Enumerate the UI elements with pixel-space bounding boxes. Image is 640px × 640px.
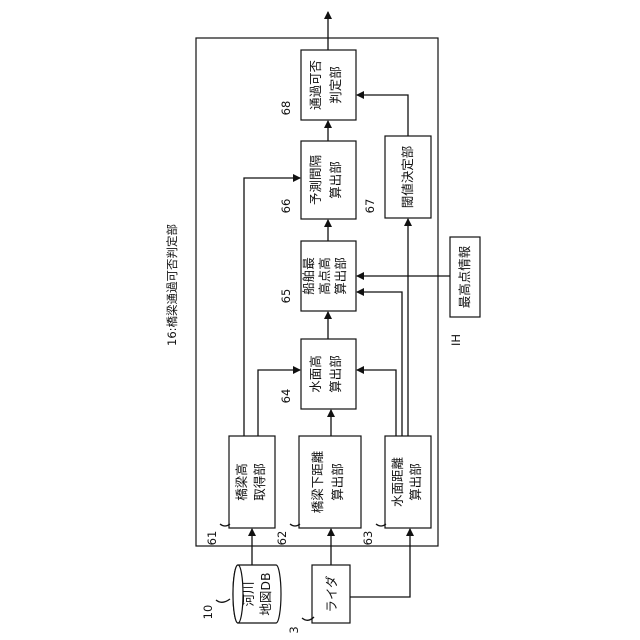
block-64: 水面高 算出部 — [301, 339, 356, 409]
block-67: 閾値決定部 — [385, 136, 431, 218]
river-map-db: 河川 地図DB — [233, 565, 281, 623]
river-db-line1: 河川 — [241, 581, 256, 606]
ref-65: 65 — [279, 289, 293, 304]
block-66-line1: 予測間隔 — [308, 155, 323, 205]
block-62-line2: 算出部 — [330, 463, 345, 501]
ref-64: 64 — [279, 389, 293, 404]
block-66-line2: 算出部 — [328, 161, 343, 199]
block-64-line1: 水面高 — [308, 355, 323, 393]
river-db-line2: 地図DB — [258, 572, 273, 615]
ref-10: 10 — [201, 605, 215, 620]
block-65-line3: 算出部 — [333, 257, 348, 295]
block-65: 船舶最 高点高 算出部 — [301, 241, 356, 311]
ref-10-tick — [216, 599, 230, 602]
ref-62: 62 — [275, 531, 289, 546]
lidar-box: ライダ — [312, 565, 350, 623]
block-61: 橋梁高 取得部 — [229, 436, 275, 528]
ref-63: 63 — [361, 531, 375, 546]
block-65-line2: 高点高 — [317, 257, 332, 295]
block-63: 水面距離 算出部 — [385, 436, 431, 528]
outer-frame-title: 16:橋梁通過可否判定部 — [165, 224, 179, 346]
block-63-line2: 算出部 — [408, 463, 423, 501]
ih-box: 最高点情報 — [450, 237, 480, 317]
ref-66: 66 — [279, 199, 293, 214]
block-68-line2: 判定部 — [328, 66, 343, 104]
block-62: 橋梁下距離 算出部 — [299, 436, 361, 528]
block-61-line1: 橋梁高 — [234, 463, 249, 501]
block-68: 通過可否 判定部 — [301, 50, 356, 120]
block-68-line1: 通過可否 — [308, 60, 323, 110]
lidar-label: ライダ — [324, 575, 339, 612]
block-65-line1: 船舶最 — [301, 257, 316, 295]
block-61-line2: 取得部 — [252, 463, 267, 501]
block-66: 予測間隔 算出部 — [301, 141, 356, 219]
block-63-line1: 水面距離 — [390, 457, 405, 508]
ref-ih: IH — [449, 334, 463, 346]
block-62-line1: 橋梁下距離 — [310, 450, 325, 513]
block-64-line2: 算出部 — [328, 355, 343, 393]
ref-67: 67 — [363, 199, 377, 214]
ref-68: 68 — [279, 101, 293, 116]
ref-61: 61 — [205, 531, 219, 546]
block-67-line1: 閾値決定部 — [400, 146, 415, 209]
ih-label: 最高点情報 — [457, 245, 472, 308]
ref-3: 3 — [287, 626, 301, 633]
